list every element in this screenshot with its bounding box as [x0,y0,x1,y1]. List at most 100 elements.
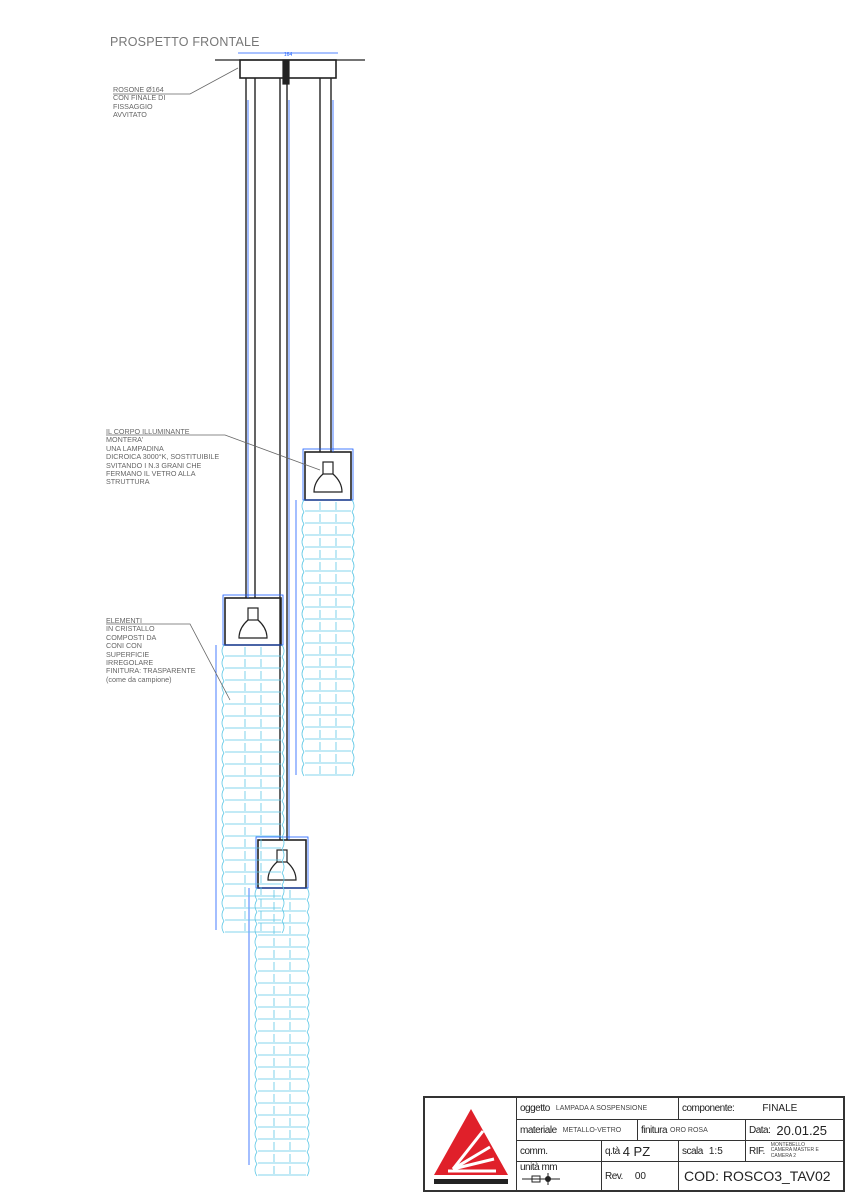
value-qta: 4 PZ [622,1143,651,1159]
crystal-element [254,923,310,937]
leader-corpo [106,434,321,471]
value-rev: 00 [634,1170,646,1182]
value-componente: FINALE [762,1103,798,1114]
crystal-element [254,1031,310,1045]
label-unita: unità mm [520,1162,558,1173]
crystal-element [254,1103,310,1117]
value-data: 20.01.25 [776,1122,828,1138]
crystal-element [221,812,285,826]
crystal-element [221,704,285,718]
crystal-element [254,911,310,925]
label-materiale: materiale [520,1124,557,1136]
crystal-element [301,511,355,525]
leader-rosone [113,67,239,95]
crystal-element [254,983,310,997]
cell-comm: comm. [517,1141,602,1162]
crystal-element [301,763,355,777]
title-block: oggetto LAMPADA A SOSPENSIONE componente:… [423,1096,845,1192]
crystal-element [301,631,355,645]
crystal-element [221,800,285,814]
crystal-element [301,619,355,633]
crystal-element [221,764,285,778]
note-rosone: ROSONE Ø164 CON FINALE DI FISSAGGIO AVVI… [113,85,166,120]
crystal-element [221,752,285,766]
bulb-socket [276,849,288,863]
crystal-element [221,920,285,934]
crystal-element [301,739,355,753]
note-elementi-campione: (come da campione) [106,674,172,684]
leader-elementi [106,623,231,701]
crystal-element [301,751,355,765]
lamp-body-box [257,839,307,889]
value-cod: COD: ROSCO3_TAV02 [684,1168,831,1184]
label-rif: RIF. [749,1145,765,1157]
value-finitura: ORO ROSA [670,1126,708,1134]
crystal-element [221,872,285,886]
crystal-element [221,728,285,742]
cell-unita: unità mm [517,1162,602,1190]
crystal-element [301,499,355,513]
crystal-element [221,692,285,706]
crystal-element [301,643,355,657]
crystal-element [301,571,355,585]
crystal-element [221,668,285,682]
crystal-element [221,908,285,922]
label-finitura: finitura [641,1124,668,1136]
crystal-element [254,947,310,961]
drawing-title: PROSPETTO FRONTALE [110,35,260,49]
bulb-socket [322,461,334,475]
value-materiale: METALLO-VETRO [562,1126,622,1134]
crystal-element [301,583,355,597]
crystal-element [301,727,355,741]
crystal-element [254,1151,310,1165]
crystal-element [254,1007,310,1021]
crystal-element [254,887,310,901]
label-data: Data: [749,1124,771,1136]
value-oggetto: LAMPADA A SOSPENSIONE [555,1105,648,1112]
projection-symbol-icon [522,1173,560,1185]
crystal-element [301,547,355,561]
label-qta: q.tà [605,1145,620,1157]
dichroic-bulb [313,473,343,493]
crystal-element [301,523,355,537]
note-elementi-text: ELEMENTI IN CRISTALLO COMPOSTI DA CONI C… [106,616,196,676]
rosone-screw [282,59,290,85]
crystal-element [221,848,285,862]
label-rev: Rev. [605,1170,623,1182]
crystal-element [221,644,285,658]
rosone-dimension: 164 [284,52,293,58]
dichroic-bulb [267,861,297,881]
crystal-element [254,1115,310,1129]
company-logo [425,1098,517,1190]
crystal-element [301,607,355,621]
crystal-element [301,691,355,705]
crystal-element [301,535,355,549]
lamp-body-box [304,451,352,501]
crystal-element [301,703,355,717]
crystal-element [254,935,310,949]
label-oggetto: oggetto [520,1103,550,1114]
crystal-element [301,679,355,693]
crystal-element [221,680,285,694]
cell-cod: COD: ROSCO3_TAV02 [679,1162,843,1190]
dimension-box [222,594,284,646]
label-comm: comm. [520,1145,548,1157]
value-rif: MONTEBELLO CAMERA MASTER E CAMERA 2 [770,1141,819,1159]
crystal-element [254,1055,310,1069]
crystal-element [221,860,285,874]
cell-rif: RIF. MONTEBELLO CAMERA MASTER E CAMERA 2 [746,1141,843,1162]
crystal-element [221,740,285,754]
logo-triangle-icon [434,1109,508,1184]
crystal-element [221,656,285,670]
label-scala: scala [682,1145,703,1157]
cell-componente: componente: FINALE [679,1098,843,1120]
label-componente: componente: [682,1103,735,1114]
crystal-element [301,595,355,609]
crystal-element [254,971,310,985]
crystal-element [254,1139,310,1153]
crystal-element [254,1127,310,1141]
